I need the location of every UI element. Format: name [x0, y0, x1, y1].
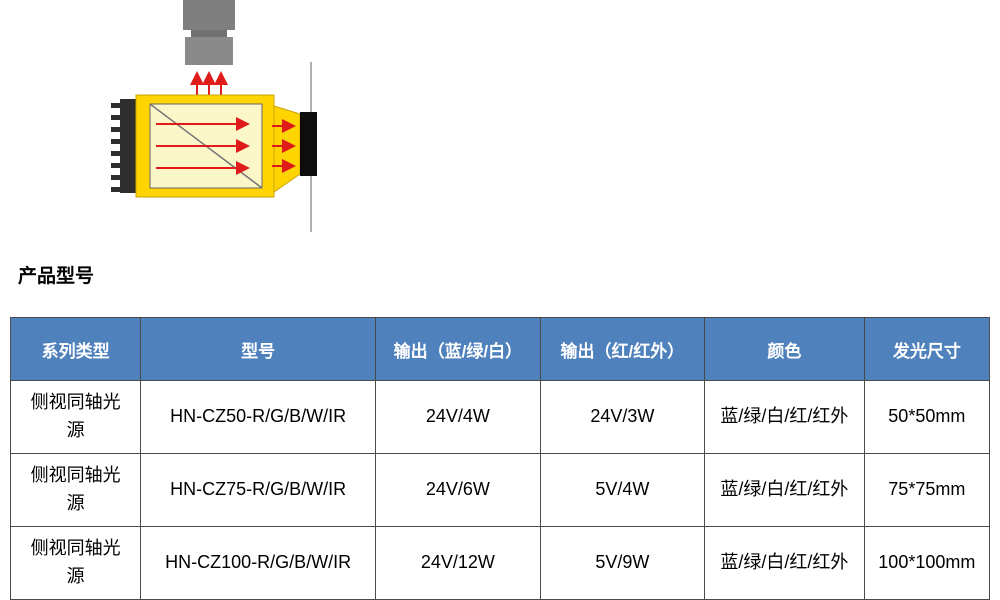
table-header-row: 系列类型 型号 输出（蓝/绿/白） 输出（红/红外） 颜色 发光尺寸 — [9, 317, 991, 381]
cell-output-rir: 5V/4W — [539, 453, 706, 527]
cell-series: 侧视同轴光源 — [9, 526, 142, 600]
target-plate — [300, 112, 317, 176]
cell-output-rir: 24V/3W — [539, 380, 706, 454]
page-title: 产品型号 — [18, 266, 95, 287]
table-row: 侧视同轴光源 HN-CZ100-R/G/B/W/IR 24V/12W 5V/9W… — [9, 526, 991, 600]
cell-series: 侧视同轴光源 — [9, 380, 142, 454]
light-beam-up-arrows — [190, 71, 228, 96]
camera — [183, 0, 235, 65]
cell-size: 100*100mm — [863, 526, 991, 600]
heatsink — [111, 99, 136, 193]
cell-output-bgw: 24V/12W — [375, 526, 541, 600]
cell-size: 50*50mm — [863, 380, 991, 454]
cell-size: 75*75mm — [863, 453, 991, 527]
cell-color: 蓝/绿/白/红/红外 — [704, 380, 865, 454]
cell-color: 蓝/绿/白/红/红外 — [704, 453, 865, 527]
light-ray-arrows — [156, 117, 296, 175]
output-horn — [273, 105, 301, 193]
cell-output-bgw: 24V/6W — [375, 453, 541, 527]
coaxial-light-diagram — [0, 0, 1000, 250]
cell-output-bgw: 24V/4W — [375, 380, 541, 454]
table-row: 侧视同轴光源 HN-CZ75-R/G/B/W/IR 24V/6W 5V/4W 蓝… — [9, 453, 991, 527]
column-header-output-bgw: 输出（蓝/绿/白） — [375, 317, 541, 381]
table-row: 侧视同轴光源 HN-CZ50-R/G/B/W/IR 24V/4W 24V/3W … — [9, 380, 991, 454]
column-header-size: 发光尺寸 — [863, 317, 991, 381]
cell-output-rir: 5V/9W — [539, 526, 706, 600]
cell-model: HN-CZ75-R/G/B/W/IR — [140, 453, 377, 527]
cell-series: 侧视同轴光源 — [9, 453, 142, 527]
cell-color: 蓝/绿/白/红/红外 — [704, 526, 865, 600]
cell-model: HN-CZ100-R/G/B/W/IR — [140, 526, 377, 600]
spec-table: 系列类型 型号 输出（蓝/绿/白） 输出（红/红外） 颜色 发光尺寸 侧视同轴光… — [9, 317, 991, 600]
column-header-output-rir: 输出（红/红外） — [539, 317, 706, 381]
column-header-series: 系列类型 — [9, 317, 142, 381]
column-header-color: 颜色 — [704, 317, 865, 381]
cell-model: HN-CZ50-R/G/B/W/IR — [140, 380, 377, 454]
column-header-model: 型号 — [140, 317, 377, 381]
